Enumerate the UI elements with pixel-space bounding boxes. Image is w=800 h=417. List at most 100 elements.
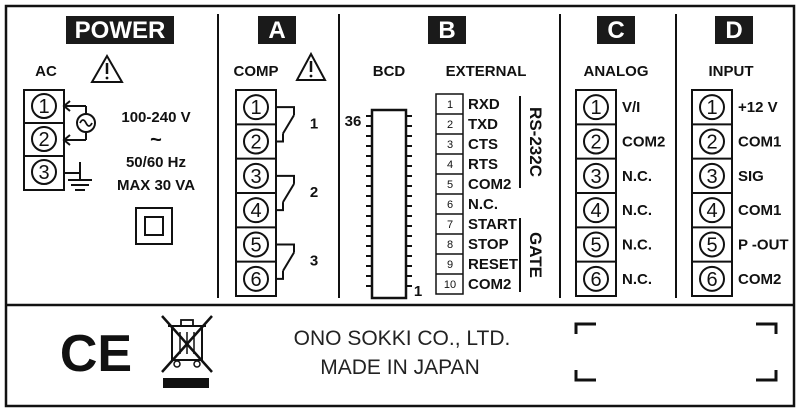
external-pin-5: 5 COM2 <box>447 176 511 193</box>
external-pin-number: 4 <box>447 159 453 171</box>
c-signal-1: V/I <box>622 99 640 116</box>
panel-border <box>4 4 796 408</box>
c-terminal-1: 1 <box>583 94 609 121</box>
d-terminal-3-number: 3 <box>706 166 717 188</box>
relay-contact-3: 3 <box>276 243 318 280</box>
b-header-box <box>428 16 466 44</box>
rs232c-label: RS-232C <box>526 107 545 177</box>
a-terminal-1-number: 1 <box>250 97 261 119</box>
d-title: D <box>725 17 742 44</box>
c-terminal-3-number: 3 <box>590 166 601 188</box>
ce-mark: CE <box>60 325 132 383</box>
c-header-box <box>597 16 635 44</box>
d-signal-2: COM1 <box>738 134 781 151</box>
rs232c-group: RS-232C <box>519 96 545 188</box>
d-signal-3: SIG <box>738 168 764 185</box>
power-voltage-spec: 100-240 V <box>121 109 190 126</box>
power-ac-label: AC <box>35 63 57 80</box>
d-terminal-4-number: 4 <box>706 200 717 222</box>
external-pin-label: COM2 <box>468 176 511 193</box>
external-pin-number: 1 <box>447 99 453 111</box>
external-pin-number: 10 <box>444 279 456 291</box>
power-terminal-2-number: 2 <box>38 129 49 151</box>
power-frequency-spec: 50/60 Hz <box>126 154 186 171</box>
d-terminal-2: 2 <box>699 128 725 155</box>
d-signal-4: COM1 <box>738 202 781 219</box>
b-title: B <box>438 17 455 44</box>
c-signal-6: N.C. <box>622 271 652 288</box>
power-terminal-3: 3 <box>31 159 57 185</box>
bcd-label: BCD <box>373 63 406 80</box>
d-terminal-5: 5 <box>699 231 725 258</box>
c-terminal-4: 4 <box>583 197 609 224</box>
a-terminal-3-number: 3 <box>250 166 261 188</box>
a-terminal-5-number: 5 <box>250 235 261 257</box>
d-terminal-3: 3 <box>699 162 725 189</box>
power-wave-symbol: ~ <box>150 129 162 151</box>
a-terminal-6: 6 <box>243 265 269 292</box>
d-terminal-1-number: 1 <box>706 97 717 119</box>
d-terminal-1: 1 <box>699 94 725 121</box>
a-terminal-2: 2 <box>243 128 269 155</box>
power-warning-icon <box>90 53 124 83</box>
a-terminal-5: 5 <box>243 231 269 258</box>
external-pin-label: STOP <box>468 236 509 253</box>
external-pin-label: RESET <box>468 256 518 273</box>
bcd-pin-1-label: 1 <box>414 283 422 300</box>
c-terminal-2-number: 2 <box>590 132 601 154</box>
label-area-brackets <box>574 322 778 382</box>
d-signal-5: P -OUT <box>738 237 789 254</box>
external-pin-label: START <box>468 216 517 233</box>
ground-icon <box>64 162 92 191</box>
power-terminal-1-number: 1 <box>38 96 49 118</box>
c-signal-2: COM2 <box>622 134 665 151</box>
external-pin-number: 2 <box>447 119 453 131</box>
a-terminal-6-number: 6 <box>250 269 261 291</box>
c-terminal-4-number: 4 <box>590 200 601 222</box>
a-terminal-2-number: 2 <box>250 132 261 154</box>
bcd-pin-36-label: 36 <box>345 113 362 130</box>
external-pin-number: 9 <box>447 259 453 271</box>
external-pin-number: 6 <box>447 199 453 211</box>
power-terminal-3-number: 3 <box>38 162 49 184</box>
a-comp-label: COMP <box>234 63 279 80</box>
d-terminal-6: 6 <box>699 265 725 292</box>
relay-number-1: 1 <box>310 115 318 132</box>
external-pin-number: 5 <box>447 179 453 191</box>
bcd-connector <box>366 108 412 300</box>
external-pin-6: 6 N.C. <box>447 196 498 213</box>
c-signal-3: N.C. <box>622 168 652 185</box>
d-input-label: INPUT <box>709 63 754 80</box>
external-pin-7: 7 START <box>447 216 517 233</box>
relay-number-3: 3 <box>310 253 318 270</box>
weee-bin-icon <box>161 315 213 388</box>
external-pin-number: 7 <box>447 219 453 231</box>
c-terminal-5: 5 <box>583 231 609 258</box>
power-header-box <box>66 16 174 44</box>
d-terminal-5-number: 5 <box>706 235 717 257</box>
external-pin-label: N.C. <box>468 196 498 213</box>
power-title: POWER <box>75 17 166 44</box>
relay-number-2: 2 <box>310 184 318 201</box>
c-signal-5: N.C. <box>622 237 652 254</box>
c-title: C <box>607 17 624 44</box>
external-pin-number: 8 <box>447 239 453 251</box>
a-terminal-3: 3 <box>243 162 269 189</box>
d-terminal-6-number: 6 <box>706 269 717 291</box>
relay-contact-2: 2 <box>276 174 318 212</box>
power-terminal-2: 2 <box>31 126 57 152</box>
c-terminal-5-number: 5 <box>590 235 601 257</box>
external-pin-9: 9 RESET <box>447 256 518 273</box>
d-terminal-4: 4 <box>699 197 725 224</box>
c-terminal-6-number: 6 <box>590 269 601 291</box>
section-power: POWER AC 1 2 3 100-240 V <box>23 16 195 245</box>
external-pin-number: 3 <box>447 139 453 151</box>
external-pin-label: CTS <box>468 136 498 153</box>
power-max-spec: MAX 30 VA <box>117 177 195 194</box>
a-header-box <box>258 16 296 44</box>
c-terminal-6: 6 <box>583 265 609 292</box>
